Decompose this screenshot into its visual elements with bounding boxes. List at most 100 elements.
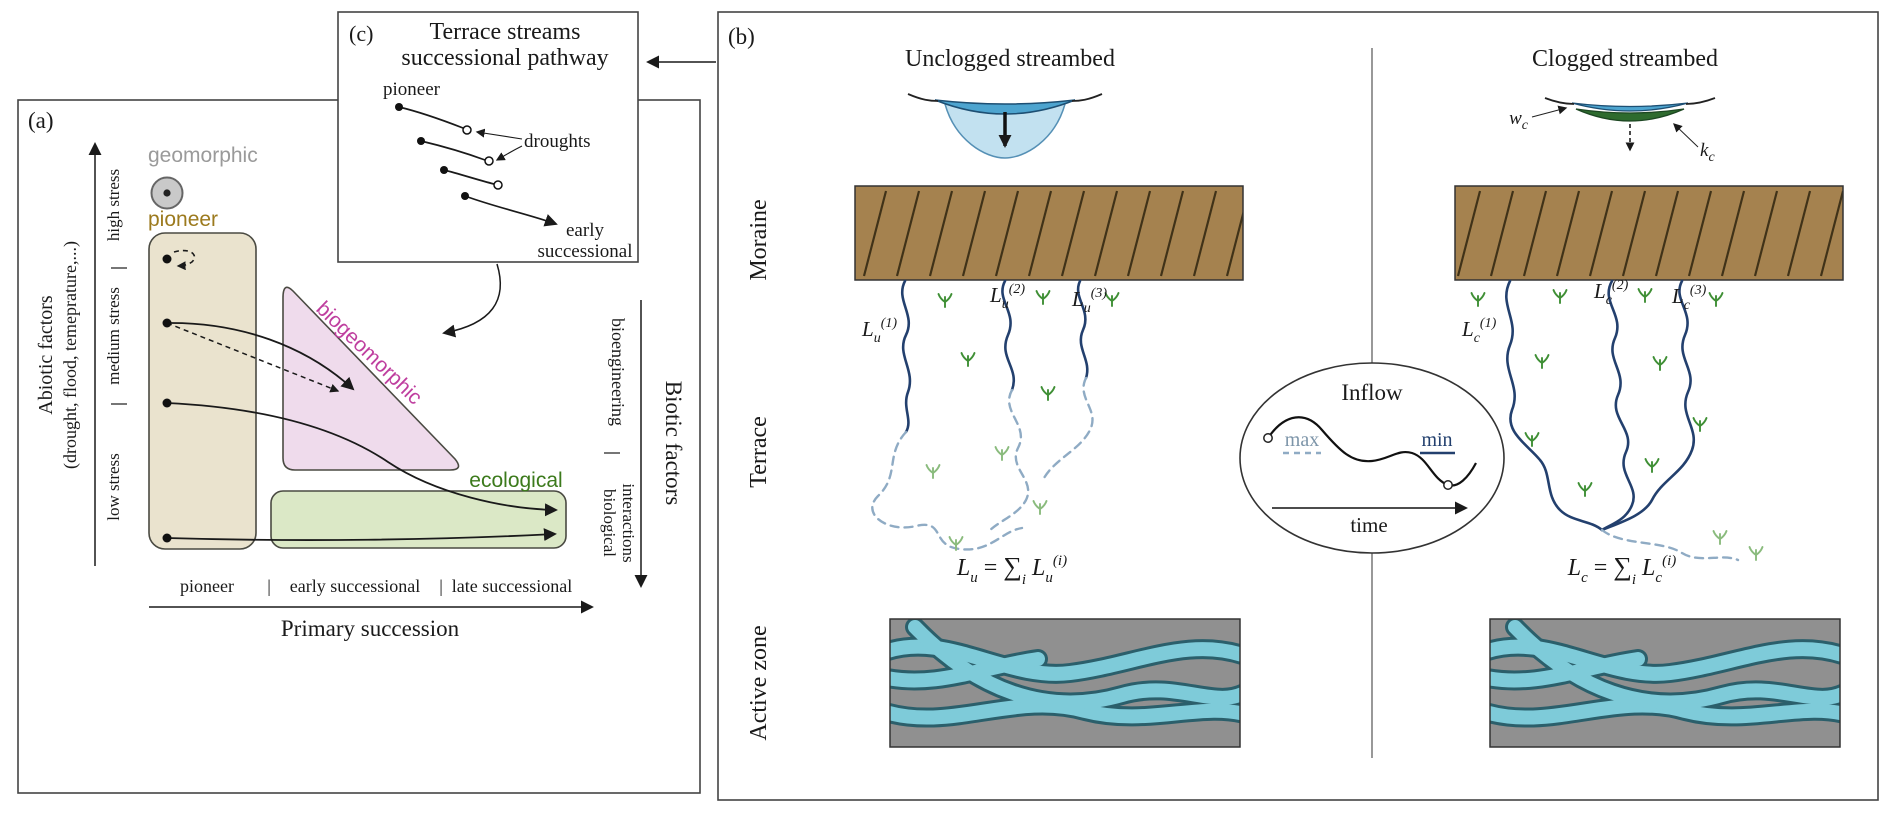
droughts-label: droughts bbox=[524, 131, 591, 152]
clogged-streams bbox=[1505, 279, 1740, 562]
pathway-segment bbox=[443, 169, 495, 185]
clogged-total-formula: Lc = ∑i Lc(i) bbox=[1567, 552, 1677, 588]
panel-c-label: (c) bbox=[349, 21, 373, 46]
succession-trajectories bbox=[166, 249, 558, 542]
water-lens bbox=[1571, 102, 1689, 112]
xtick-late-successional: late successional bbox=[452, 576, 572, 596]
biotic-axis-title: Biotic factors bbox=[661, 381, 686, 506]
drought-marker bbox=[493, 180, 503, 190]
abiotic-axis-subtitle: (drought, flood, temeprature,...) bbox=[60, 241, 81, 469]
stream-solid bbox=[1505, 279, 1604, 532]
bank-line bbox=[1544, 97, 1575, 105]
xtick-separator: | bbox=[267, 576, 271, 596]
succession-axis-title: Primary succession bbox=[281, 616, 460, 641]
panel-a-label: (a) bbox=[28, 108, 54, 133]
clogged-header: Clogged streambed bbox=[1532, 46, 1718, 72]
stream-dry-meander bbox=[871, 430, 1024, 551]
stream-solid bbox=[1001, 279, 1015, 392]
stream-dry-meander bbox=[1600, 528, 1740, 562]
stream-solid bbox=[900, 279, 912, 434]
inflow-inset: Inflow max min time bbox=[1239, 362, 1505, 554]
clogging-layer bbox=[1575, 108, 1685, 122]
stream-label-lc1: Lc(1) bbox=[1461, 316, 1497, 346]
panel-c-border bbox=[337, 11, 639, 263]
drought-marker bbox=[484, 156, 494, 166]
early-successional-line2: successional bbox=[538, 241, 633, 262]
row-label-active-zone: Active zone bbox=[746, 625, 772, 740]
pathway-segment bbox=[398, 106, 464, 129]
panel-b-label: (b) bbox=[728, 24, 755, 49]
stream-solid bbox=[1076, 279, 1089, 380]
row-label-terrace: Terrace bbox=[746, 416, 772, 488]
unclogged-total-formula: Lu = ∑i Lu(i) bbox=[956, 552, 1067, 588]
pioneer-label: pioneer bbox=[148, 208, 218, 231]
pathway-dot bbox=[395, 103, 403, 111]
ecological-label: ecological bbox=[469, 469, 562, 492]
drought-marker bbox=[462, 125, 472, 135]
unclogged-cross-section bbox=[907, 93, 1103, 159]
unclogged-streams bbox=[871, 279, 1094, 551]
inflow-title: Inflow bbox=[1341, 380, 1403, 405]
stream-dry-meander bbox=[1042, 376, 1094, 480]
stream-solid bbox=[1600, 279, 1635, 532]
kc-pointer bbox=[1673, 123, 1699, 148]
trajectory-arrow-dashed bbox=[166, 322, 340, 393]
early-successional-line1: early bbox=[566, 220, 604, 241]
state-dot bbox=[162, 533, 172, 543]
kc-label: kc bbox=[1700, 140, 1715, 165]
tick-high-stress: high stress bbox=[104, 169, 123, 241]
pioneer-region bbox=[148, 232, 257, 550]
bank-line bbox=[907, 93, 939, 102]
stream-label-lu3: Lu(3) bbox=[1071, 286, 1107, 316]
pathway-dot bbox=[440, 166, 448, 174]
bank-line bbox=[1685, 97, 1716, 105]
stream-label-lu2: Lu(2) bbox=[989, 282, 1025, 312]
stream-dry-meander bbox=[986, 388, 1030, 534]
pathway-dot bbox=[461, 192, 469, 200]
trajectory-arrow bbox=[166, 528, 557, 542]
wc-pointer bbox=[1531, 105, 1568, 118]
state-dot bbox=[162, 318, 172, 328]
panel-c-title-line1: Terrace streams bbox=[430, 19, 581, 45]
inflow-max-marker bbox=[1263, 433, 1273, 443]
trajectory-arrow bbox=[166, 322, 355, 391]
pathway-segment bbox=[420, 140, 486, 161]
stream-label-lu1: Lu(1) bbox=[861, 316, 897, 346]
panel-c-title-line2: successional pathway bbox=[401, 45, 608, 71]
panel-c: (c) Terrace streams successional pathway… bbox=[337, 11, 639, 263]
moraine-unclogged bbox=[854, 185, 1244, 281]
cyclic-arrow bbox=[173, 249, 196, 271]
time-label: time bbox=[1350, 513, 1387, 537]
inflow-min-marker bbox=[1443, 480, 1453, 490]
stream-label-lc3: Lc(3) bbox=[1671, 283, 1707, 313]
xtick-early-successional: early successional bbox=[290, 576, 420, 596]
tick-low-stress: low stress bbox=[104, 453, 123, 521]
state-dot bbox=[162, 398, 172, 408]
wc-label: wc bbox=[1509, 108, 1529, 133]
active-zone-unclogged-border bbox=[889, 618, 1241, 748]
panel-b: (b) Unclogged streambed Clogged streambe… bbox=[717, 11, 1879, 801]
biogeomorphic-region bbox=[282, 286, 460, 471]
drought-pointer-arrow bbox=[475, 128, 523, 140]
inflow-ellipse bbox=[1239, 362, 1505, 554]
abiotic-axis-title: Abiotic factors bbox=[35, 295, 57, 415]
arrow-c-to-a bbox=[442, 263, 502, 338]
geomorphic-symbol-dot bbox=[163, 189, 171, 197]
pathway-pioneer-label: pioneer bbox=[383, 79, 441, 100]
stream-solid bbox=[1600, 279, 1695, 532]
active-zone-clogged-border bbox=[1489, 618, 1841, 748]
pathway-final-arrow bbox=[464, 195, 558, 227]
drought-pointer-arrow bbox=[495, 145, 523, 161]
bioengineering-label: bioengineering bbox=[608, 318, 628, 426]
state-dot bbox=[162, 254, 172, 264]
bank-line bbox=[1071, 93, 1103, 102]
stream-label-lc2: Lc(2) bbox=[1593, 278, 1629, 308]
clogged-cross-section: wc kc bbox=[1509, 97, 1716, 165]
row-label-moraine: Moraine bbox=[746, 199, 772, 280]
geomorphic-label: geomorphic bbox=[148, 144, 258, 167]
tick-medium-stress: medium stress bbox=[104, 287, 123, 385]
pathway-steps bbox=[398, 106, 558, 227]
unclogged-header: Unclogged streambed bbox=[905, 46, 1115, 72]
